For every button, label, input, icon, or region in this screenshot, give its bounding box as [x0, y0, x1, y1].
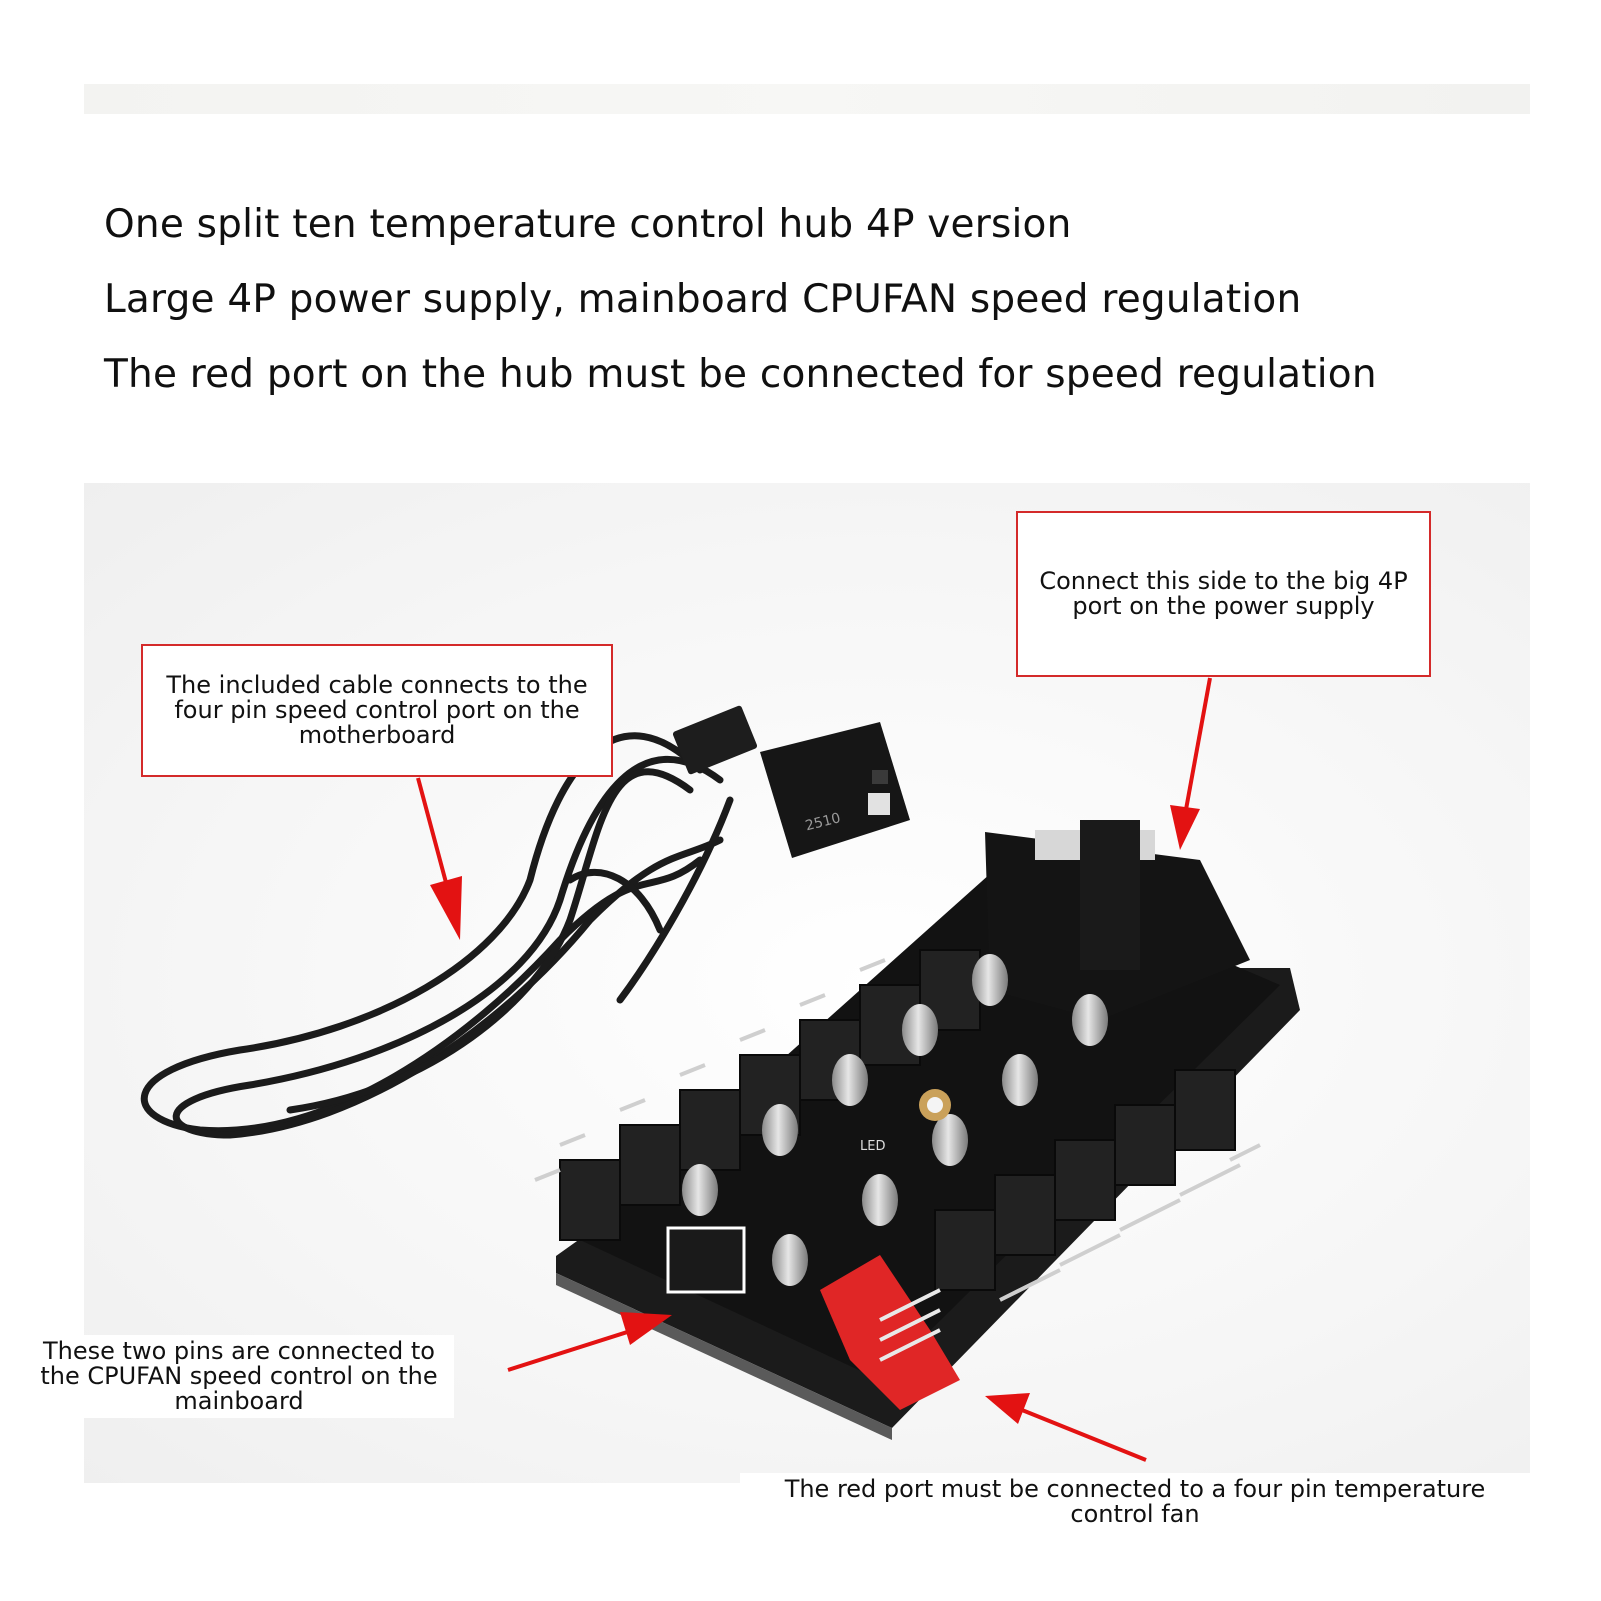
note-cpufan-pins: These two pins are connected to the CPUF…: [24, 1335, 454, 1418]
capacitors: [682, 954, 1108, 1286]
arrow-cable: [416, 777, 462, 940]
callout-power-side: Connect this side to the big 4P port on …: [1016, 511, 1431, 677]
note-red-port-text: The red port must be connected to a four…: [784, 1475, 1486, 1528]
cable-connector-4pin: 2510: [760, 722, 910, 858]
callout-cable-text: The included cable connects to the four …: [166, 671, 588, 749]
header-pins: [534, 958, 1261, 1302]
led-marking: LED: [860, 1139, 885, 1154]
fan-headers-left: [559, 949, 981, 1241]
arrow-red-port: [985, 1393, 1147, 1462]
top-banner-strip: [84, 84, 1530, 114]
arrow-power-side: [1170, 677, 1212, 850]
headline-3: The red port on the hub must be connecte…: [104, 352, 1377, 397]
headline-2: Large 4P power supply, mainboard CPUFAN …: [104, 277, 1302, 322]
fan-cable: [140, 732, 734, 1139]
fan-headers-right: [934, 1069, 1236, 1291]
note-cpufan-pins-text: These two pins are connected to the CPUF…: [40, 1337, 438, 1415]
note-red-port: The red port must be connected to a four…: [740, 1473, 1530, 1531]
callout-power-side-text: Connect this side to the big 4P port on …: [1039, 567, 1408, 620]
red-port: [820, 1255, 960, 1410]
arrow-cpufan-pins: [507, 1312, 672, 1372]
cpufan-two-pin-header: [666, 1226, 746, 1294]
callout-cable: The included cable connects to the four …: [141, 644, 613, 777]
cable-connector-small: [672, 705, 758, 775]
headline-1: One split ten temperature control hub 4P…: [104, 202, 1072, 247]
